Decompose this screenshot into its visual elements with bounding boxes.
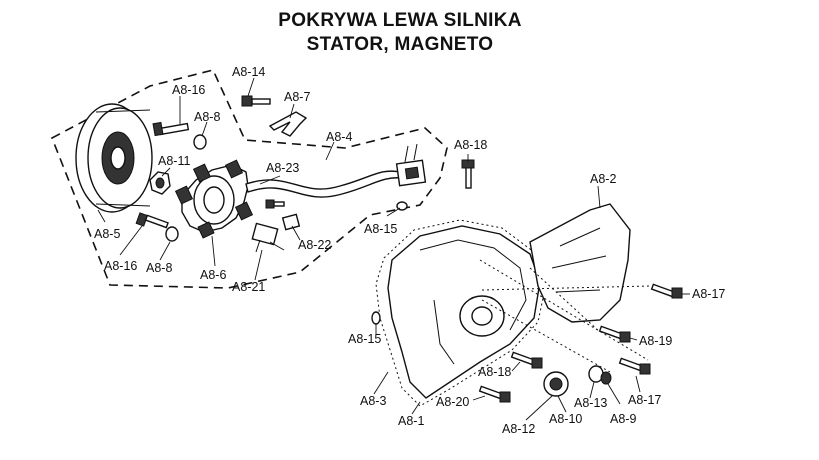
bolt-a8-16-bottom <box>135 212 169 229</box>
washer-a8-8-bottom <box>165 226 179 242</box>
label-a8-13: A8-13 <box>574 396 607 410</box>
leader-lines <box>97 77 690 421</box>
label-a8-17-top: A8-17 <box>692 287 725 301</box>
label-a8-10: A8-10 <box>549 412 582 426</box>
diagram-title-line1: POKRYWA LEWA SILNIKA <box>278 10 522 31</box>
wire-connector <box>395 143 427 187</box>
label-a8-20: A8-20 <box>436 395 469 409</box>
screw-a8-14 <box>241 95 271 107</box>
cover-plate-a8-2 <box>529 203 631 323</box>
washer-a8-8-top <box>193 134 207 150</box>
bolt-a8-20 <box>478 385 511 403</box>
label-a8-17-bottom: A8-17 <box>628 393 661 407</box>
label-a8-12: A8-12 <box>502 422 535 436</box>
label-a8-21: A8-21 <box>232 280 265 294</box>
label-a8-11: A8-11 <box>158 154 190 168</box>
label-a8-23: A8-23 <box>266 161 299 175</box>
label-a8-19: A8-19 <box>639 334 672 348</box>
stator-a8-6 <box>174 159 254 239</box>
bolt-a8-19 <box>598 325 631 343</box>
label-a8-4: A8-4 <box>326 130 352 144</box>
label-a8-2: A8-2 <box>590 172 616 186</box>
label-a8-18-top: A8-18 <box>454 138 487 152</box>
left-engine-cover-a8-1 <box>387 225 541 399</box>
gasket-a8-3 <box>375 219 547 407</box>
label-a8-16-top: A8-16 <box>172 83 205 97</box>
label-a8-6: A8-6 <box>200 268 226 282</box>
label-a8-18-bottom: A8-18 <box>478 365 511 379</box>
stator-group-outline <box>50 69 448 289</box>
label-a8-15-left: A8-15 <box>348 332 381 346</box>
bolt-a8-17-top <box>650 283 683 299</box>
label-a8-16-bottom: A8-16 <box>104 259 137 273</box>
plug-a8-9 <box>600 371 612 385</box>
label-a8-7: A8-7 <box>284 90 310 104</box>
plug-a8-10 <box>543 371 569 397</box>
label-a8-3: A8-3 <box>360 394 386 408</box>
pin-a8-15-left <box>371 311 381 325</box>
diagram-title-line2: STATOR, MAGNETO <box>306 34 494 55</box>
label-a8-22: A8-22 <box>298 238 331 252</box>
label-a8-8-top: A8-8 <box>194 110 220 124</box>
bolt-a8-17-bottom <box>618 357 651 375</box>
plate-a8-22 <box>281 213 301 231</box>
bolt-a8-18-bottom <box>510 351 543 369</box>
label-a8-8-bottom: A8-8 <box>146 261 172 275</box>
label-a8-5: A8-5 <box>94 227 120 241</box>
label-a8-15-right: A8-15 <box>364 222 397 236</box>
pickup-coil-a8-21 <box>251 222 285 253</box>
bolt-a8-16-top <box>152 121 190 137</box>
bracket-a8-7 <box>268 111 308 137</box>
label-a8-9: A8-9 <box>610 412 636 426</box>
label-a8-1: A8-1 <box>398 414 424 428</box>
bolt-a8-18-top <box>461 159 475 189</box>
part-labels: A8-14 A8-7 A8-16 A8-8 A8-4 A8-18 A8-11 A… <box>94 65 725 436</box>
nut-a8-11 <box>149 171 171 195</box>
screw-stator <box>265 199 285 209</box>
label-a8-14: A8-14 <box>232 65 265 79</box>
flywheel-rotor <box>75 103 153 213</box>
